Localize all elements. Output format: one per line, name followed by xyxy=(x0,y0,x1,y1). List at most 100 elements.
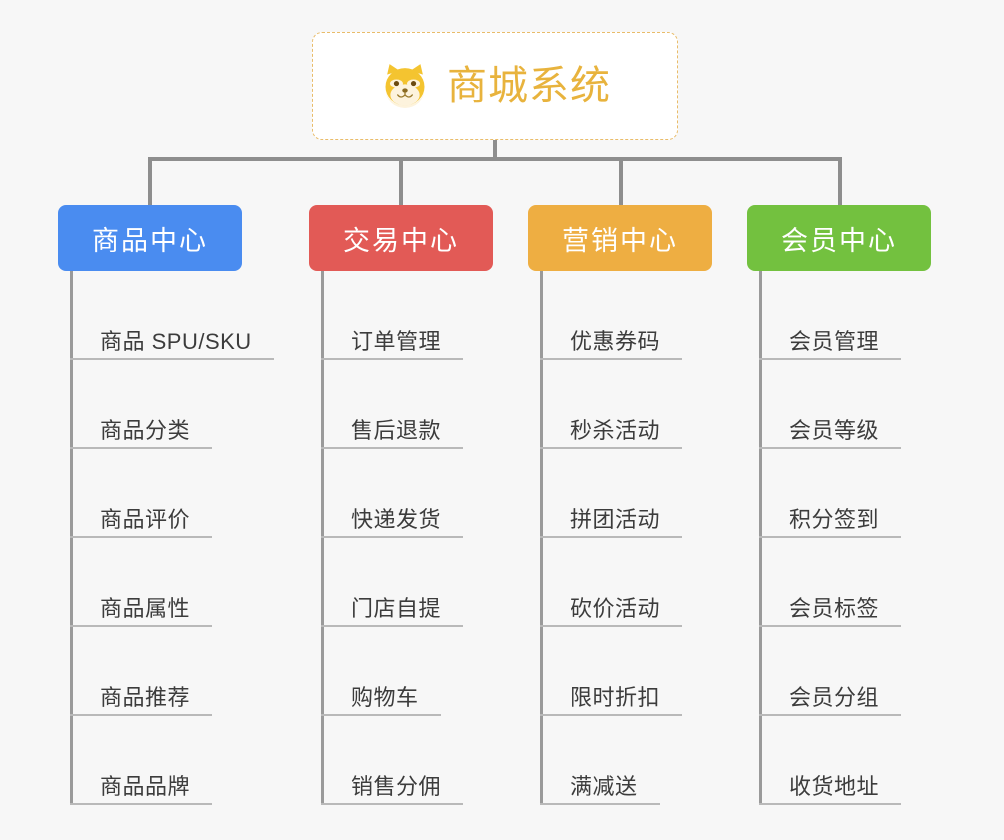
category-header-2-label: 交易中心 xyxy=(343,225,459,256)
leaf-label: 会员分组 xyxy=(789,684,880,710)
list-item[interactable]: 会员标签 xyxy=(759,538,931,627)
leaf-label: 商品属性 xyxy=(100,595,191,621)
leaf-underline xyxy=(759,536,902,538)
leaf-label: 会员标签 xyxy=(789,595,880,621)
leaf-underline xyxy=(759,358,902,360)
list-item[interactable]: 秒杀活动 xyxy=(540,360,712,449)
list-item[interactable]: 商品评价 xyxy=(70,449,242,538)
list-item[interactable]: 会员管理 xyxy=(759,271,931,360)
leaf-list-1: 商品 SPU/SKU 商品分类 商品评价 商品属性 商品推荐 商品品牌 xyxy=(58,271,274,805)
root-title: 商城系统 xyxy=(447,64,611,108)
connector-horizontal-bus xyxy=(148,157,842,161)
list-item[interactable]: 商品推荐 xyxy=(70,627,242,716)
list-item[interactable]: 砍价活动 xyxy=(540,538,712,627)
leaf-list-4: 会员管理 会员等级 积分签到 会员标签 会员分组 收货地址 xyxy=(747,271,931,805)
leaf-label: 秒杀活动 xyxy=(570,417,661,443)
connector-drop-1 xyxy=(148,157,152,205)
leaf-label: 商品推荐 xyxy=(100,684,191,710)
leaf-underline xyxy=(540,714,683,716)
branch-column-3: 营销中心 优惠券码 秒杀活动 拼团活动 砍价活动 限时折扣 xyxy=(528,205,712,805)
list-item[interactable]: 快递发货 xyxy=(321,449,493,538)
list-item[interactable]: 商品属性 xyxy=(70,538,242,627)
leaf-label: 购物车 xyxy=(351,684,419,710)
leaf-underline xyxy=(759,625,902,627)
leaf-label: 砍价活动 xyxy=(570,595,661,621)
category-header-1[interactable]: 商品中心 xyxy=(58,205,242,271)
leaf-underline xyxy=(70,803,213,805)
leaf-label: 商品 SPU/SKU xyxy=(100,328,252,354)
leaf-label: 商品品牌 xyxy=(100,773,191,799)
leaf-label: 满减送 xyxy=(570,773,638,799)
category-header-1-label: 商品中心 xyxy=(92,225,208,256)
leaf-underline xyxy=(321,536,464,538)
leaf-underline xyxy=(321,803,464,805)
category-header-2[interactable]: 交易中心 xyxy=(309,205,493,271)
list-item[interactable]: 门店自提 xyxy=(321,538,493,627)
category-header-3-label: 营销中心 xyxy=(562,225,678,256)
leaf-underline xyxy=(540,625,683,627)
list-item[interactable]: 收货地址 xyxy=(759,716,931,805)
leaf-underline xyxy=(70,358,274,360)
list-item[interactable]: 会员分组 xyxy=(759,627,931,716)
branch-column-1: 商品中心 商品 SPU/SKU 商品分类 商品评价 商品属性 商品推荐 xyxy=(58,205,274,805)
list-item[interactable]: 售后退款 xyxy=(321,360,493,449)
leaf-underline xyxy=(540,803,660,805)
leaf-label: 限时折扣 xyxy=(570,684,661,710)
list-item[interactable]: 订单管理 xyxy=(321,271,493,360)
list-item[interactable]: 满减送 xyxy=(540,716,712,805)
category-header-3[interactable]: 营销中心 xyxy=(528,205,712,271)
leaf-label: 商品评价 xyxy=(100,506,191,532)
list-item[interactable]: 销售分佣 xyxy=(321,716,493,805)
leaf-underline xyxy=(70,447,213,449)
list-item[interactable]: 商品 SPU/SKU xyxy=(70,271,274,360)
leaf-underline xyxy=(321,625,464,627)
leaf-label: 商品分类 xyxy=(100,417,191,443)
list-item[interactable]: 限时折扣 xyxy=(540,627,712,716)
branch-column-4: 会员中心 会员管理 会员等级 积分签到 会员标签 会员分组 xyxy=(747,205,931,805)
leaf-label: 门店自提 xyxy=(351,595,442,621)
leaf-label: 售后退款 xyxy=(351,417,442,443)
leaf-label: 会员管理 xyxy=(789,328,880,354)
shiba-dog-face-icon xyxy=(385,64,425,108)
category-header-4[interactable]: 会员中心 xyxy=(747,205,931,271)
leaf-underline xyxy=(321,447,464,449)
leaf-label: 拼团活动 xyxy=(570,506,661,532)
leaf-label: 快递发货 xyxy=(351,506,442,532)
connector-drop-4 xyxy=(838,157,842,205)
list-item[interactable]: 积分签到 xyxy=(759,449,931,538)
leaf-underline xyxy=(540,536,683,538)
leaf-trunk-2 xyxy=(321,271,324,805)
leaf-list-2: 订单管理 售后退款 快递发货 门店自提 购物车 销售分佣 xyxy=(309,271,493,805)
leaf-underline xyxy=(759,714,902,716)
leaf-underline xyxy=(759,803,902,805)
connector-root-stem xyxy=(493,140,497,159)
list-item[interactable]: 商品分类 xyxy=(70,360,242,449)
leaf-trunk-1 xyxy=(70,271,73,805)
branch-column-2: 交易中心 订单管理 售后退款 快递发货 门店自提 购物车 xyxy=(309,205,493,805)
list-item[interactable]: 会员等级 xyxy=(759,360,931,449)
leaf-underline xyxy=(70,536,213,538)
leaf-trunk-4 xyxy=(759,271,762,805)
list-item[interactable]: 拼团活动 xyxy=(540,449,712,538)
list-item[interactable]: 优惠券码 xyxy=(540,271,712,360)
leaf-underline xyxy=(540,447,683,449)
leaf-underline xyxy=(540,358,683,360)
leaf-underline xyxy=(759,447,902,449)
leaf-underline xyxy=(321,358,464,360)
leaf-list-3: 优惠券码 秒杀活动 拼团活动 砍价活动 限时折扣 满减送 xyxy=(528,271,712,805)
leaf-underline xyxy=(321,714,441,716)
leaf-label: 会员等级 xyxy=(789,417,880,443)
category-header-4-label: 会员中心 xyxy=(781,225,897,256)
leaf-label: 销售分佣 xyxy=(351,773,442,799)
list-item[interactable]: 商品品牌 xyxy=(70,716,242,805)
leaf-label: 订单管理 xyxy=(351,328,442,354)
leaf-trunk-3 xyxy=(540,271,543,805)
leaf-underline xyxy=(70,714,213,716)
leaf-label: 优惠券码 xyxy=(570,328,661,354)
leaf-label: 积分签到 xyxy=(789,506,880,532)
leaf-underline xyxy=(70,625,213,627)
connector-drop-3 xyxy=(619,157,623,205)
connector-drop-2 xyxy=(399,157,403,205)
root-node[interactable]: 商城系统 xyxy=(312,32,678,140)
list-item[interactable]: 购物车 xyxy=(321,627,493,716)
